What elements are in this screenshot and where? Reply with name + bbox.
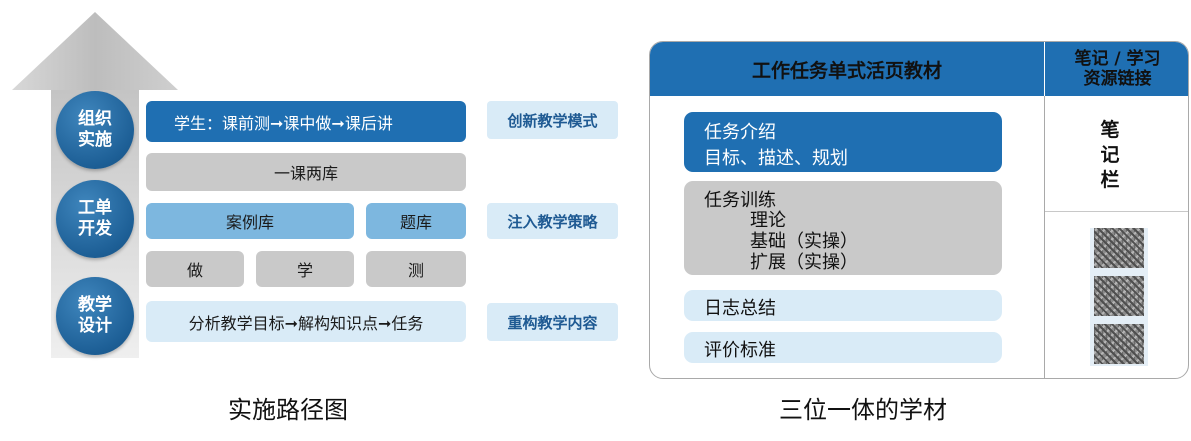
panel-header-side: 笔记 / 学习 资源链接: [1044, 42, 1188, 96]
qr-code-3[interactable]: [1094, 324, 1144, 364]
right-caption: 三位一体的学材: [779, 396, 947, 424]
evaluation-criteria-card: 评价标准: [684, 332, 1002, 363]
stage-teaching-design: 教学设计: [56, 277, 134, 355]
do-box: 做: [146, 251, 244, 287]
case-library-box: 案例库: [146, 203, 354, 239]
two-libraries-box: 一课两库: [146, 153, 466, 191]
task-training-theory: 理论: [750, 210, 786, 231]
stage-design-line1: 教学: [78, 295, 112, 315]
inject-teaching-strategy-label: 注入教学策略: [487, 203, 618, 239]
question-bank-box: 题库: [366, 203, 466, 239]
test-box: 测: [366, 251, 466, 287]
evaluation-criteria-label: 评价标准: [704, 340, 776, 361]
task-training-card: 任务训练 理论 基础（实操） 扩展（实操）: [684, 181, 1002, 275]
task-training-title: 任务训练: [704, 190, 776, 211]
stage-worksheet-line1: 工单: [78, 198, 112, 218]
side-row-divider: [1045, 211, 1188, 212]
restructure-teaching-content-label: 重构教学内容: [487, 303, 618, 341]
stage-organize-line2: 实施: [78, 130, 112, 150]
stage-worksheet-develop: 工单开发: [56, 180, 134, 258]
task-intro-subtitle: 目标、描述、规划: [704, 148, 848, 169]
panel-header-side-line1: 笔记 / 学习: [1074, 49, 1161, 69]
task-training-basic: 基础（实操）: [750, 231, 858, 252]
stage-worksheet-line2: 开发: [78, 219, 112, 239]
learn-box: 学: [256, 251, 354, 287]
stage-design-line2: 设计: [78, 316, 112, 336]
qr-code-1[interactable]: [1094, 228, 1144, 268]
column-divider: [1044, 96, 1045, 378]
student-flow-box: 学生：课前测➞课中做➞课后讲: [146, 101, 466, 142]
task-intro-title: 任务介绍: [704, 122, 776, 143]
analysis-flow-box: 分析教学目标➞解构知识点➞任务: [146, 301, 466, 342]
stage-organize-line1: 组织: [78, 109, 112, 129]
left-caption: 实施路径图: [228, 396, 348, 424]
task-training-extended: 扩展（实操）: [750, 252, 858, 273]
innovate-teaching-mode-label: 创新教学模式: [487, 101, 618, 139]
stage-organize-implement: 组织实施: [56, 91, 134, 169]
log-summary-label: 日志总结: [704, 298, 776, 319]
qr-code-2[interactable]: [1094, 276, 1144, 316]
notes-column-label: 笔记栏: [1100, 119, 1120, 191]
panel-header-side-line2: 资源链接: [1083, 69, 1152, 89]
task-intro-card: 任务介绍 目标、描述、规划: [684, 112, 1002, 172]
panel-header-main: 工作任务单式活页教材: [650, 42, 1044, 96]
log-summary-card: 日志总结: [684, 290, 1002, 321]
